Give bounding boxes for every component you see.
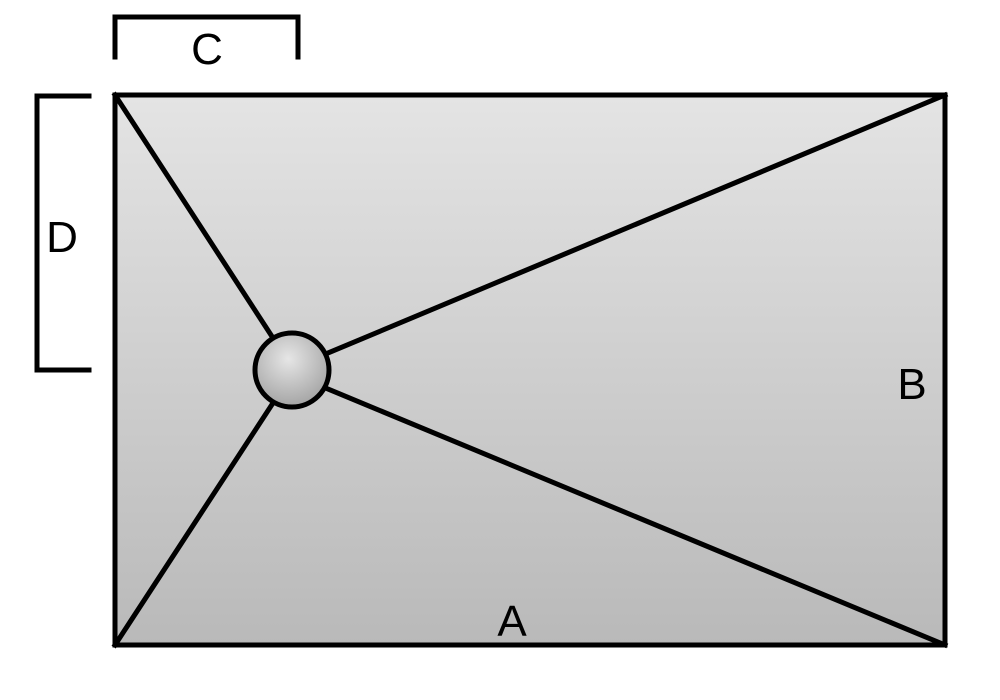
dimension-bracket-c <box>112 14 301 60</box>
drain-circle <box>252 330 332 410</box>
slope-line-bottom-left <box>111 399 277 649</box>
slope-line-top-left <box>111 91 277 342</box>
dimension-bracket-d <box>34 93 92 373</box>
dimension-label-c: C <box>191 25 223 74</box>
side-label-b: B <box>897 360 926 409</box>
side-label-a: A <box>497 597 527 646</box>
tray-rectangle <box>112 92 948 648</box>
slope-line-bottom-right <box>324 385 949 649</box>
slope-line-top-right <box>324 91 949 357</box>
dimension-label-d: D <box>46 213 78 262</box>
